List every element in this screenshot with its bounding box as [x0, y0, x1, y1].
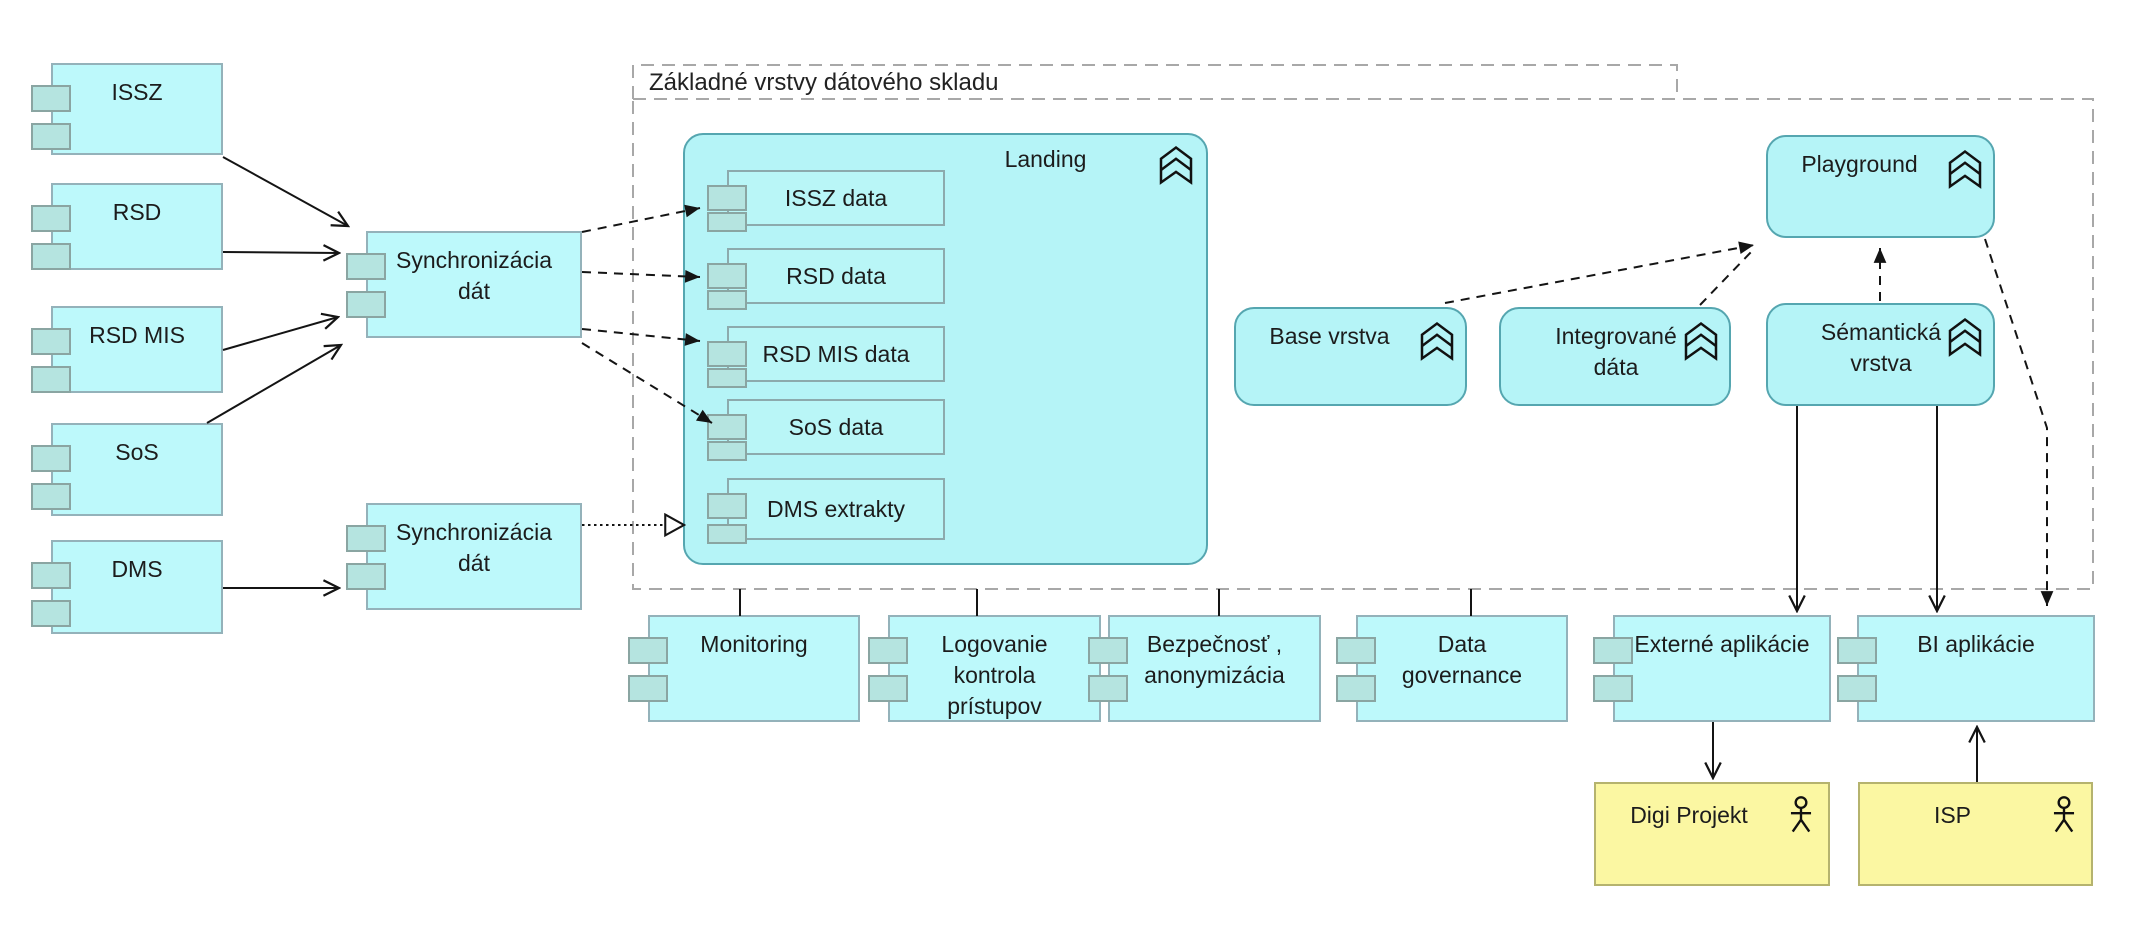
- component-port: [31, 366, 71, 393]
- component-port: [1593, 637, 1633, 664]
- node-bi-aplikacie[interactable]: BI aplikácie: [1837, 615, 2095, 722]
- node-sync-bottom[interactable]: Synchronizácia dát: [346, 503, 582, 610]
- component-port: [31, 445, 71, 472]
- component-port: [31, 600, 71, 627]
- component-port: [1593, 675, 1633, 702]
- node-logovanie[interactable]: Logovanie kontrola prístupov: [868, 615, 1101, 722]
- component-port: [707, 441, 747, 461]
- node-label: Sémantická vrstva: [1820, 319, 1942, 376]
- actor-icon: [2051, 796, 2077, 834]
- node-label: RSD MIS data: [762, 340, 910, 367]
- node-data-governance[interactable]: Data governance: [1336, 615, 1568, 722]
- node-label: Base vrstva: [1269, 323, 1390, 349]
- node-label: Data governance: [1401, 631, 1523, 688]
- component-port: [707, 185, 747, 211]
- component-port: [707, 524, 747, 544]
- component-port: [1088, 675, 1128, 702]
- node-issz[interactable]: ISSZ: [31, 63, 223, 155]
- component-port: [707, 341, 747, 367]
- node-label: SoS data: [788, 413, 884, 440]
- chevron-badge-icon: [1947, 149, 1983, 189]
- node-sos[interactable]: SoS: [31, 423, 223, 516]
- component-port: [868, 637, 908, 664]
- node-dms-extrakty[interactable]: DMS extrakty: [707, 478, 945, 544]
- node-sync-top[interactable]: Synchronizácia dát: [346, 231, 582, 338]
- node-label: Integrované dáta: [1555, 323, 1677, 380]
- node-label: Landing: [1004, 146, 1087, 172]
- node-playground[interactable]: Playground: [1766, 135, 1995, 238]
- arrow-rsd-to-sync: [222, 252, 339, 253]
- node-integrovane-data[interactable]: Integrované dáta: [1499, 307, 1731, 406]
- component-port: [707, 263, 747, 289]
- node-label: RSD: [112, 199, 162, 225]
- actor-icon: [1788, 796, 1814, 834]
- arrow-sos-to-sync: [206, 345, 341, 424]
- node-label: SoS: [115, 439, 159, 465]
- component-port: [1336, 675, 1376, 702]
- node-label: DMS extrakty: [766, 495, 906, 522]
- chevron-badge-icon: [1419, 321, 1455, 361]
- component-port: [31, 205, 71, 232]
- node-label: DMS: [111, 556, 163, 582]
- node-label: Bezpečnosť , anonymizácia: [1144, 631, 1285, 688]
- component-port: [31, 328, 71, 355]
- node-label: ISP: [1933, 802, 1972, 828]
- group-title: Základné vrstvy dátového skladu: [649, 69, 999, 96]
- component-port: [707, 368, 747, 388]
- node-rsd-mis[interactable]: RSD MIS: [31, 306, 223, 393]
- node-label: Digi Projekt: [1630, 802, 1748, 828]
- node-label: ISSZ data: [784, 184, 888, 211]
- node-dms[interactable]: DMS: [31, 540, 223, 634]
- node-label: Monitoring: [700, 631, 808, 657]
- arrow-issz-to-sync: [222, 156, 348, 226]
- component-port: [31, 85, 71, 112]
- component-port: [1837, 637, 1877, 664]
- component-port: [346, 563, 386, 590]
- node-label: Synchronizácia dát: [396, 247, 552, 304]
- node-semanticka-vrstva[interactable]: Sémantická vrstva: [1766, 303, 1995, 406]
- component-port: [31, 243, 71, 270]
- node-label: BI aplikácie: [1917, 631, 2035, 657]
- node-label: ISSZ: [111, 79, 163, 105]
- component-port: [1336, 637, 1376, 664]
- node-label: Playground: [1801, 151, 1918, 177]
- component-port: [707, 290, 747, 310]
- component-port: [707, 212, 747, 232]
- node-label: Externé aplikácie: [1634, 631, 1810, 657]
- component-port: [31, 483, 71, 510]
- component-port: [1088, 637, 1128, 664]
- component-port: [628, 637, 668, 664]
- component-port: [868, 675, 908, 702]
- node-monitoring[interactable]: Monitoring: [628, 615, 860, 722]
- component-port: [346, 253, 386, 280]
- component-port: [628, 675, 668, 702]
- chevron-badge-icon: [1158, 145, 1194, 185]
- component-port: [707, 493, 747, 519]
- node-label: Synchronizácia dát: [396, 519, 552, 576]
- node-externe-aplikacie[interactable]: Externé aplikácie: [1593, 615, 1831, 722]
- dashed-arrow-playground-to-bi: [1984, 238, 2054, 606]
- node-sos-data[interactable]: SoS data: [707, 399, 945, 461]
- component-port: [1837, 675, 1877, 702]
- component-port: [31, 562, 71, 589]
- node-rsd-mis-data[interactable]: RSD MIS data: [707, 326, 945, 388]
- node-digi-projekt[interactable]: Digi Projekt: [1594, 782, 1830, 886]
- node-label: RSD MIS: [89, 322, 185, 348]
- node-isp[interactable]: ISP: [1858, 782, 2093, 886]
- node-base-vrstva[interactable]: Base vrstva: [1234, 307, 1467, 406]
- dashed-arrow-base-to-playground: [1444, 241, 1755, 304]
- node-label: Logovanie kontrola prístupov: [941, 631, 1048, 719]
- node-issz-data[interactable]: ISSZ data: [707, 170, 945, 232]
- dashed-line-integrovane-to-playground: [1699, 250, 1753, 306]
- node-bezpecnost[interactable]: Bezpečnosť , anonymizácia: [1088, 615, 1321, 722]
- component-port: [707, 414, 747, 440]
- component-port: [346, 525, 386, 552]
- node-label: RSD data: [786, 262, 886, 289]
- component-port: [346, 291, 386, 318]
- node-rsd-data[interactable]: RSD data: [707, 248, 945, 310]
- arrow-rsd-mis-to-sync: [222, 317, 338, 351]
- node-rsd[interactable]: RSD: [31, 183, 223, 270]
- component-port: [31, 123, 71, 150]
